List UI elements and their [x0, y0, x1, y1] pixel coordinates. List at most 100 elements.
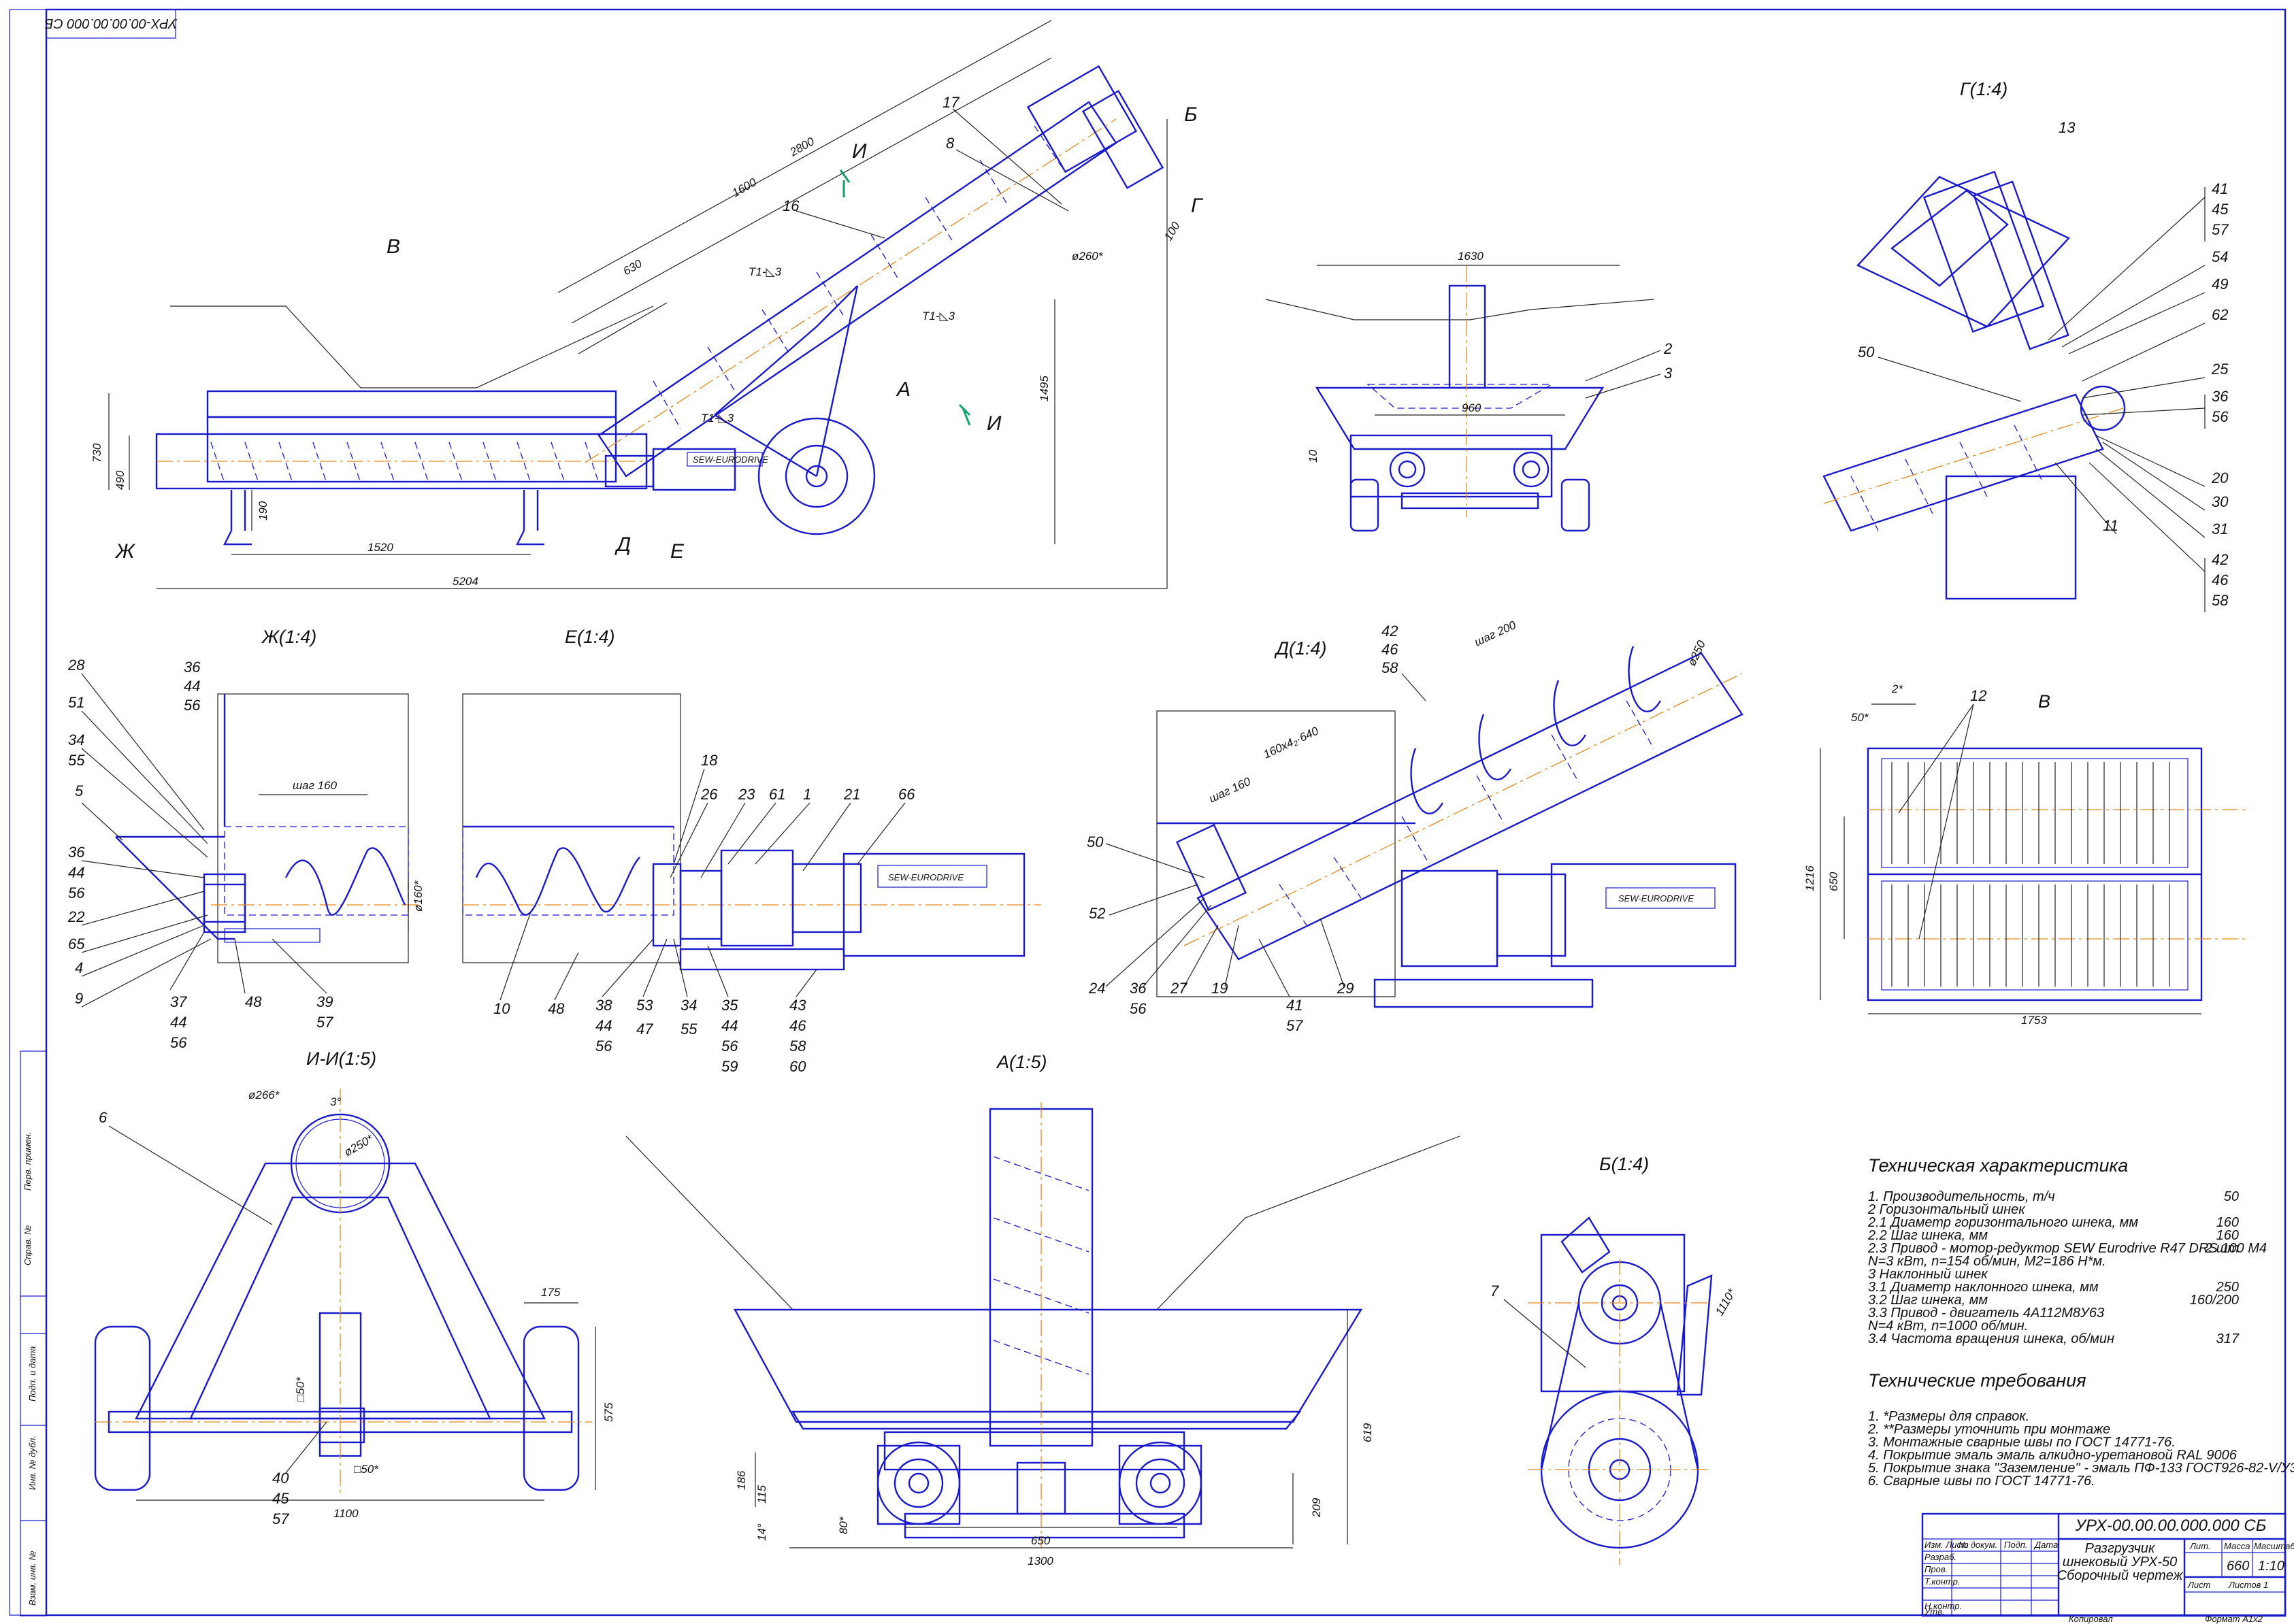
- stamp-format: Формат А1х2: [2205, 1614, 2263, 1624]
- spec-row-label: N=3 кВт, n=154 об/мин, M2=186 Н*м.: [1868, 1254, 2106, 1269]
- e-callout-60: 60: [789, 1058, 806, 1075]
- e-callout-56b: 56: [721, 1038, 738, 1055]
- main-label-d: Д: [615, 533, 631, 556]
- ii-dim-3deg: 3°: [330, 1095, 341, 1108]
- b-callout-7: 7: [1490, 1282, 1499, 1299]
- dim-1520: 1520: [367, 541, 393, 554]
- zh-callout-44b: 44: [184, 678, 200, 695]
- spec-row-value: 2 шт: [2204, 1241, 2239, 1256]
- view-v: В 50* 2* 1216 650 1753 12: [1803, 682, 2246, 1027]
- callout-8: 8: [946, 135, 955, 152]
- spec-row-value: 160: [2216, 1215, 2239, 1230]
- view-a-title: А(1:5): [996, 1052, 1047, 1072]
- zh-callout-57: 57: [316, 1014, 333, 1031]
- g-callout-31: 31: [2212, 520, 2228, 537]
- stamp-name-1: Разгрузчик: [2085, 1541, 2156, 1556]
- rotated-doc-code: УРХ-00.00.00.000 СБ: [44, 16, 178, 31]
- spec-row-label: 2 Горизонтальный шнек: [1867, 1202, 2026, 1217]
- stamp-mass: 660: [2227, 1559, 2249, 1574]
- main-label-e: Е: [670, 540, 685, 563]
- ii-dim-sq50b: □50*: [354, 1463, 379, 1476]
- e-motor: [842, 852, 1026, 957]
- g-callout-30: 30: [2212, 493, 2229, 510]
- dim-weld-2: T1-◺3: [922, 310, 955, 322]
- dim-490: 490: [114, 470, 127, 490]
- req-title: Технические требования: [1868, 1370, 2086, 1391]
- stamp-sheet: Лист: [2187, 1580, 2211, 1590]
- side-strip-3: Подп. и дата: [27, 1346, 37, 1402]
- zh-callout-56c: 56: [170, 1034, 187, 1051]
- e-callout-18: 18: [701, 752, 718, 769]
- a-dim-619: 619: [1361, 1423, 1374, 1442]
- g-callout-56: 56: [2212, 408, 2229, 425]
- side-strip-4: Инв. № дубл.: [27, 1436, 37, 1490]
- d-motor: [1550, 863, 1737, 967]
- v-dim-650: 650: [1827, 872, 1840, 891]
- spec-row-label: 1. Производительность, т/ч: [1868, 1189, 2055, 1204]
- spec-row-label: 3.1 Диаметр наклонного шнека, мм: [1868, 1280, 2099, 1295]
- spec-row-label: 2.2 Шаг шнека, мм: [1867, 1228, 1988, 1243]
- e-callout-34: 34: [681, 997, 697, 1014]
- e-callout-21: 21: [843, 786, 860, 803]
- e-callout-44: 44: [595, 1017, 612, 1034]
- g-callout-54: 54: [2212, 248, 2228, 265]
- dim-weld-1: T1-◺3: [749, 265, 782, 278]
- e-callout-56: 56: [595, 1038, 612, 1055]
- side-strip: Перв. примен. Справ. № Подп. и дата Инв.…: [22, 1132, 37, 1606]
- zh-dim-d160: ø160*: [412, 880, 425, 912]
- d-callout-19: 19: [1211, 980, 1228, 997]
- callout-16: 16: [783, 197, 800, 214]
- stamp-name-2: шнековый УРХ-50: [2063, 1555, 2178, 1570]
- view-d-title: Д(1:4): [1274, 638, 1327, 659]
- a-dim-80: 80*: [837, 1516, 850, 1534]
- zh-callout-44a: 44: [68, 864, 84, 881]
- stamp-row-1: Изм. Лист: [1924, 1540, 1969, 1550]
- spec-title: Техническая характеристика: [1868, 1155, 2128, 1176]
- main-side-view: SEW-EURODRIVE: [91, 20, 1204, 589]
- g-callout-57: 57: [2212, 221, 2229, 238]
- ii-callout-57: 57: [272, 1510, 289, 1527]
- e-callout-55: 55: [681, 1021, 698, 1038]
- view-b-title: Б(1:4): [1599, 1154, 1649, 1174]
- e-callout-35: 35: [721, 997, 738, 1014]
- req-row: 1. *Размеры для справок.: [1868, 1409, 2029, 1424]
- view-v-title: В: [2038, 691, 2050, 712]
- stamp-row-2: № докум.: [1959, 1540, 1997, 1550]
- ii-callout-45: 45: [272, 1490, 289, 1507]
- stamp-row-9: Утв.: [1924, 1606, 1945, 1617]
- stamp-col-lit: Лит.: [2189, 1541, 2210, 1551]
- main-label-v: В: [387, 235, 400, 258]
- technical-characteristics: Техническая характеристика 1. Производит…: [1867, 1155, 2294, 1489]
- front-dim-1630: 1630: [1458, 250, 1484, 263]
- main-label-zh: Ж: [114, 540, 135, 563]
- main-label-a: А: [896, 378, 911, 401]
- g-callout-13: 13: [2059, 119, 2076, 136]
- dim-190: 190: [257, 501, 269, 520]
- g-callout-41: 41: [2212, 180, 2228, 197]
- main-label-i-bottom: И: [987, 412, 1002, 435]
- title-block: УРХ-00.00.00.000.000 СБ Разгрузчик шнеко…: [1921, 1512, 2294, 1624]
- spec-row-value: 250: [2216, 1280, 2239, 1295]
- view-ii-title: И-И(1:5): [306, 1048, 376, 1069]
- req-row: 4. Покрытие эмаль эмаль алкидно-уретанов…: [1868, 1448, 2238, 1463]
- d-callout-57: 57: [1286, 1017, 1303, 1034]
- e-callout-46: 46: [789, 1017, 806, 1034]
- spec-row-label: 2.1 Диаметр горизонтального шнека, мм: [1867, 1215, 2138, 1230]
- spec-row-value: 160: [2216, 1228, 2239, 1243]
- main-label-b: Б: [1184, 103, 1198, 126]
- a-dim-650: 650: [1031, 1534, 1051, 1547]
- zh-callout-56a: 56: [68, 884, 85, 901]
- stamp-row-3: Подп.: [2004, 1540, 2028, 1550]
- d-callout-52: 52: [1089, 905, 1105, 922]
- d-sew-brand: SEW-EURODRIVE: [1618, 893, 1694, 904]
- d-callout-36: 36: [1130, 980, 1147, 997]
- v-dim-1753: 1753: [2021, 1014, 2047, 1027]
- view-g-title: Г(1:4): [1960, 79, 2008, 99]
- v-dim-2: 2*: [1891, 682, 1903, 695]
- ii-dim-sq50a: □50*: [294, 1376, 307, 1402]
- spec-row-value: 50: [2224, 1189, 2239, 1204]
- d-callout-24: 24: [1088, 980, 1105, 997]
- zh-callout-48: 48: [245, 993, 262, 1010]
- stamp-row-4: Дата: [2033, 1540, 2058, 1550]
- e-callout-26: 26: [700, 786, 718, 803]
